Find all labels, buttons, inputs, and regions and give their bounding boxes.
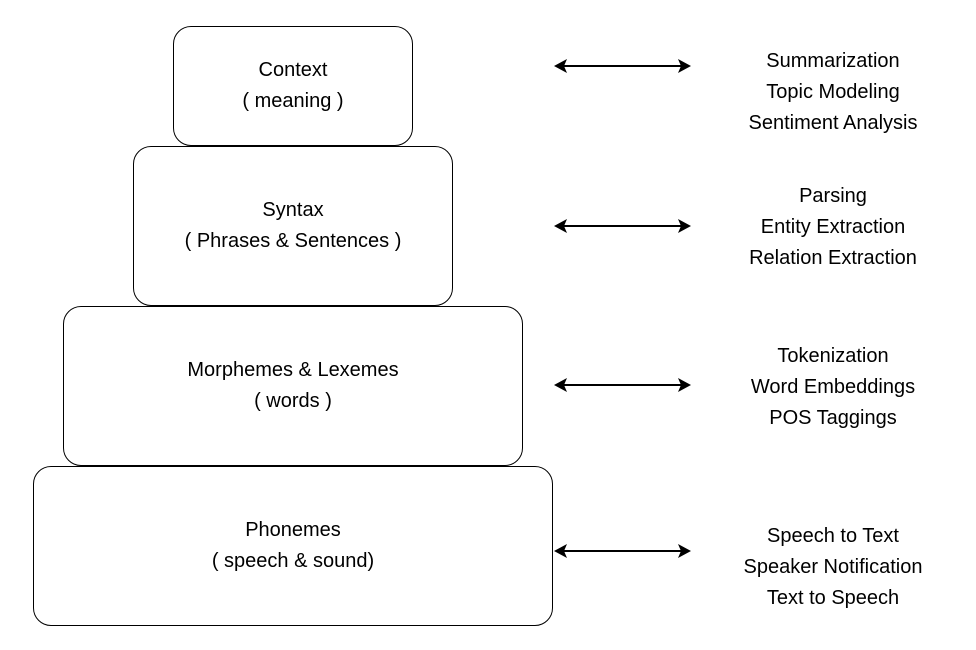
layer-box-morphemes: Morphemes & Lexemes ( words ) — [63, 306, 523, 466]
task-item: Word Embeddings — [750, 376, 916, 398]
layer-title-phonemes: Phonemes — [245, 519, 341, 541]
task-item: Speech to Text — [767, 525, 899, 547]
task-list-morphemes: Tokenization Word Embeddings POS Tagging… — [700, 341, 966, 434]
layer-box-context: Context ( meaning ) — [173, 26, 413, 146]
layer-box-syntax: Syntax ( Phrases & Sentences ) — [133, 146, 453, 306]
task-item: Summarization — [766, 50, 900, 72]
layer-box-phonemes: Phonemes ( speech & sound) — [33, 466, 553, 626]
task-item: Speaker Notification — [743, 556, 923, 578]
task-item: Relation Extraction — [749, 247, 917, 269]
task-list-phonemes: Speech to Text Speaker Notification Text… — [700, 521, 966, 614]
task-list-syntax: Parsing Entity Extraction Relation Extra… — [700, 181, 966, 274]
task-item: POS Taggings — [769, 407, 897, 429]
task-item: Sentiment Analysis — [748, 112, 918, 134]
task-item: Tokenization — [777, 345, 889, 367]
task-item: Topic Modeling — [766, 81, 900, 103]
layer-subtitle-context: ( meaning ) — [242, 90, 344, 112]
layer-subtitle-syntax: ( Phrases & Sentences ) — [184, 230, 402, 252]
task-list-context: Summarization Topic Modeling Sentiment A… — [700, 46, 966, 139]
task-item: Text to Speech — [766, 587, 900, 609]
layer-subtitle-morphemes: ( words ) — [254, 390, 332, 412]
task-item: Entity Extraction — [760, 216, 906, 238]
task-item: Parsing — [799, 185, 867, 207]
double-headed-arrow-icon — [554, 219, 691, 233]
double-headed-arrow-icon — [554, 544, 691, 558]
layer-title-morphemes: Morphemes & Lexemes — [187, 359, 399, 381]
layer-title-context: Context — [258, 59, 328, 81]
layer-title-syntax: Syntax — [262, 199, 324, 221]
double-headed-arrow-icon — [554, 378, 691, 392]
double-headed-arrow-icon — [554, 59, 691, 73]
layer-subtitle-phonemes: ( speech & sound) — [211, 550, 375, 572]
